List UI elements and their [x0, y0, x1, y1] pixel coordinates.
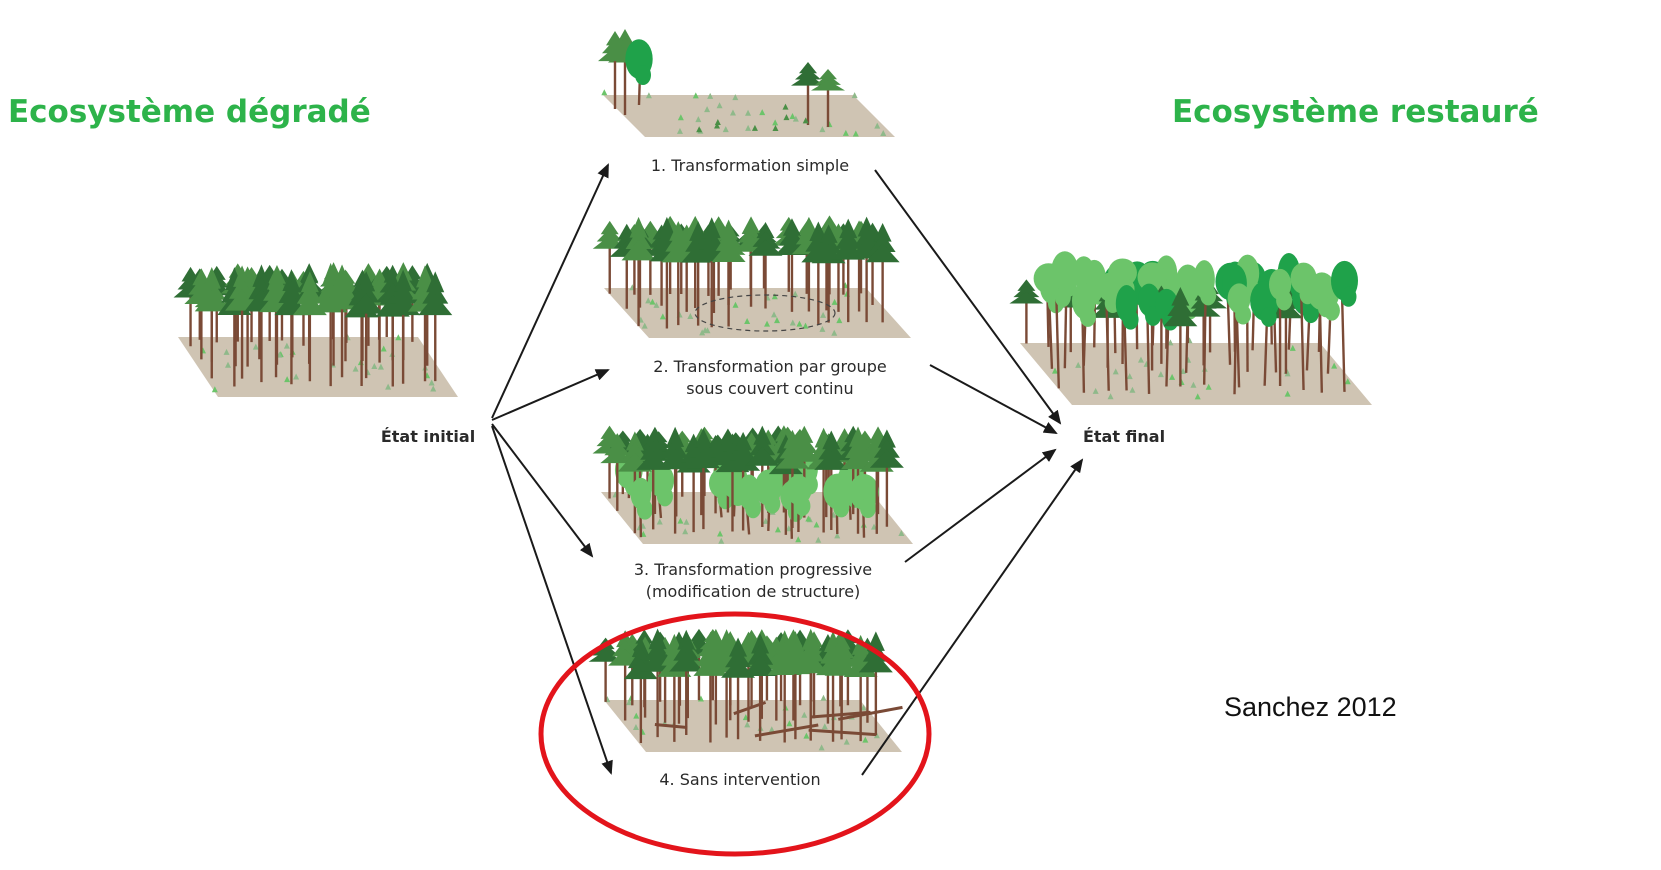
path1-forest-illustration — [598, 29, 895, 137]
path2-label-line2: sous couvert continu — [686, 379, 854, 398]
final-forest-illustration — [1009, 251, 1372, 405]
degraded-ecosystem-heading: Ecosystème dégradé — [8, 94, 371, 130]
path3-label: 3. Transformation progressive (modificat… — [598, 559, 908, 603]
path4-label-line1: 4. Sans intervention — [659, 770, 821, 789]
arrow-path4-to-final — [861, 458, 1084, 776]
path1-label: 1. Transformation simple — [600, 155, 900, 177]
path2-label: 2. Transformation par groupe sous couver… — [610, 356, 930, 400]
path3-label-line1: 3. Transformation progressive — [633, 560, 873, 579]
path3-label-line2: (modification de structure) — [645, 582, 861, 601]
arrow-path1-to-final — [874, 169, 1062, 425]
path1-label-line1: 1. Transformation simple — [650, 156, 850, 175]
citation: Sanchez 2012 — [1224, 692, 1397, 722]
initial-forest-illustration — [173, 262, 458, 397]
arrow-path3-to-final — [904, 448, 1057, 563]
path4-forest-illustration — [588, 628, 903, 752]
arrow-initial-to-path2 — [491, 369, 610, 421]
transformation-arrows — [491, 163, 1084, 776]
arrow-path2-to-final — [929, 364, 1058, 434]
path3-forest-illustration — [592, 425, 913, 544]
arrow-initial-to-path3 — [491, 423, 594, 558]
initial-state-label: État initial — [380, 427, 476, 446]
highlight-ellipse-path4 — [538, 611, 932, 857]
final-state-label: État final — [1082, 427, 1166, 446]
path2-forest-illustration — [592, 215, 911, 338]
path4-label: 4. Sans intervention — [620, 769, 860, 791]
arrow-initial-to-path4 — [491, 425, 613, 775]
arrow-initial-to-path1 — [491, 163, 609, 419]
path2-label-line1: 2. Transformation par groupe — [653, 357, 887, 376]
restored-ecosystem-heading: Ecosystème restauré — [1172, 94, 1539, 130]
